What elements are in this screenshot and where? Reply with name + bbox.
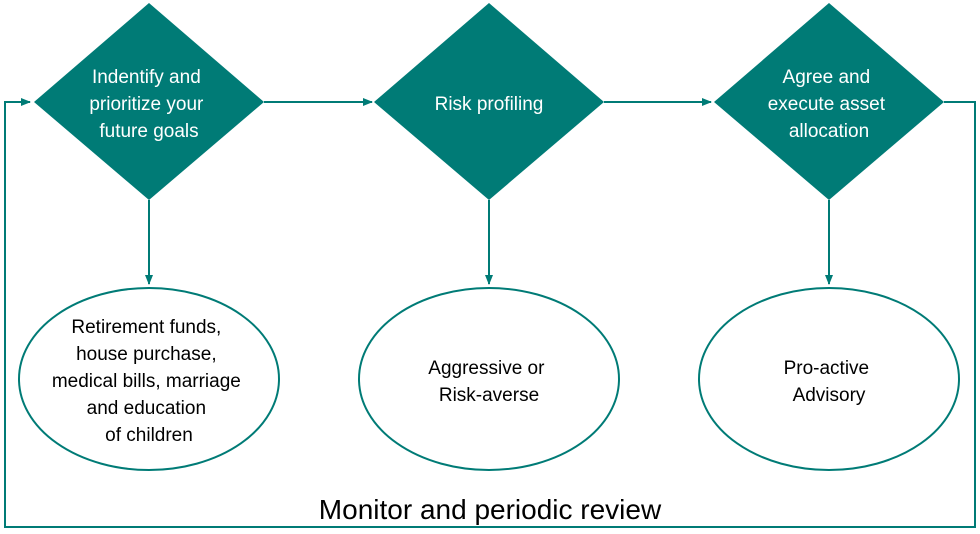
outcome-1-label: Retirement funds, house purchase, medica… (52, 317, 246, 446)
review-label: Monitor and periodic review (319, 494, 662, 525)
outcome-ellipse-3 (698, 287, 960, 471)
outcome-3-label: Pro-active Advisory (784, 358, 875, 406)
outcome-1-line-5: of children (105, 425, 193, 446)
step-1-label: Indentify and prioritize your future goa… (89, 67, 208, 142)
outcome-3-line-2: Advisory (793, 385, 866, 406)
step-diamond-3 (714, 3, 944, 200)
step-3-line-1: Agree and (783, 67, 871, 88)
review-loop-line (4, 98, 976, 528)
outcome-2-line-2: Risk-averse (439, 385, 539, 406)
step-1-line-1: Indentify and (92, 67, 201, 88)
outcome-1-line-4: and education (87, 398, 206, 419)
outcome-ellipse-2 (358, 287, 620, 471)
outcome-2-label: Aggressive or Risk-averse (428, 358, 549, 406)
outcome-1-line-2: house purchase, (76, 344, 217, 365)
outcome-ellipse-1 (18, 287, 280, 471)
step-1-line-3: future goals (99, 121, 198, 142)
step-2-line-1: Risk profiling (435, 94, 544, 115)
step-diamond-1 (34, 3, 264, 200)
outcome-1-line-3: medical bills, marriage (52, 371, 241, 392)
outcome-3-line-1: Pro-active (784, 358, 870, 379)
step-1-line-2: prioritize your (89, 94, 204, 115)
step-3-label: Agree and execute asset allocation (768, 67, 891, 142)
outcome-2-line-1: Aggressive or (428, 358, 545, 379)
step-3-line-2: execute asset (768, 94, 886, 115)
step-2-label: Risk profiling (435, 94, 544, 115)
step-3-line-3: allocation (789, 121, 869, 142)
step-diamond-2 (374, 3, 604, 200)
outcome-1-line-1: Retirement funds, (71, 317, 221, 338)
